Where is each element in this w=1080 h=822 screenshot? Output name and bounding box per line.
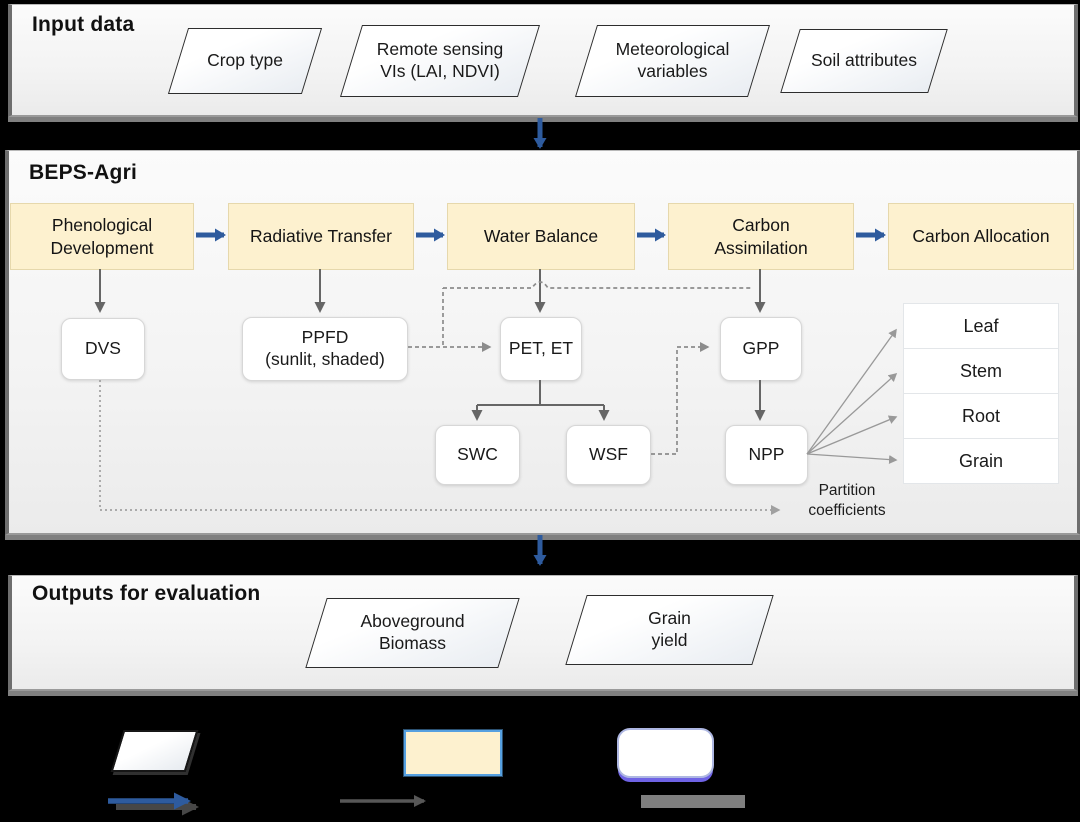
output-node-aboveground-biomass: Aboveground Biomass xyxy=(305,598,520,668)
variable-node-ppfd: PPFD (sunlit, shaded) xyxy=(242,317,408,381)
pool-row-root: Root xyxy=(904,394,1058,439)
variable-node-wsf: WSF xyxy=(566,425,651,485)
process-node-radiative-transfer: Radiative Transfer xyxy=(228,203,414,270)
legend-process-box-glyph xyxy=(404,730,502,776)
variable-node-swc: SWC xyxy=(435,425,520,485)
output-node-label: Grain yield xyxy=(648,608,691,650)
pool-row-stem: Stem xyxy=(904,349,1058,394)
legend-arrows xyxy=(108,792,426,816)
process-node-water-balance: Water Balance xyxy=(447,203,635,270)
beps-agri-title: BEPS-Agri xyxy=(29,161,137,184)
legend-dotted-arrow-glyph xyxy=(641,795,745,808)
outputs-panel: Outputs for evaluation xyxy=(8,575,1078,691)
input-node-label: Meteorological variables xyxy=(615,39,730,81)
legend-variable-box-glyph xyxy=(617,728,714,778)
variable-node-gpp: GPP xyxy=(720,317,802,381)
input-node-soil-attributes: Soil attributes xyxy=(780,29,948,93)
output-node-grain-yield: Grain yield xyxy=(565,595,774,665)
partition-coefficients-label: Partition coefficients xyxy=(808,482,886,520)
output-node-label: Aboveground Biomass xyxy=(360,611,465,653)
input-data-title: Input data xyxy=(32,13,135,36)
input-node-label: Crop type xyxy=(207,50,283,71)
variable-node-dvs: DVS xyxy=(61,318,145,380)
outputs-title: Outputs for evaluation xyxy=(32,582,261,605)
legend-parallelogram-glyph xyxy=(110,730,199,772)
carbon-pool-table: Leaf Stem Root Grain xyxy=(903,303,1059,484)
variable-node-npp: NPP xyxy=(725,425,808,485)
input-node-meteorological: Meteorological variables xyxy=(574,25,771,97)
input-node-remote-sensing: Remote sensing VIs (LAI, NDVI) xyxy=(339,25,541,97)
pool-row-grain: Grain xyxy=(904,439,1058,483)
variable-node-pet-et: PET, ET xyxy=(500,317,582,381)
process-node-carbon-allocation: Carbon Allocation xyxy=(888,203,1074,270)
parallelogram-shape xyxy=(110,730,199,772)
process-node-carbon-assimilation: Carbon Assimilation xyxy=(668,203,854,270)
input-node-label: Soil attributes xyxy=(810,50,918,71)
input-node-crop-type: Crop type xyxy=(167,28,323,94)
pool-row-leaf: Leaf xyxy=(904,304,1058,349)
input-node-label: Remote sensing VIs (LAI, NDVI) xyxy=(376,39,504,81)
process-node-phenological-development: Phenological Development xyxy=(10,203,194,270)
